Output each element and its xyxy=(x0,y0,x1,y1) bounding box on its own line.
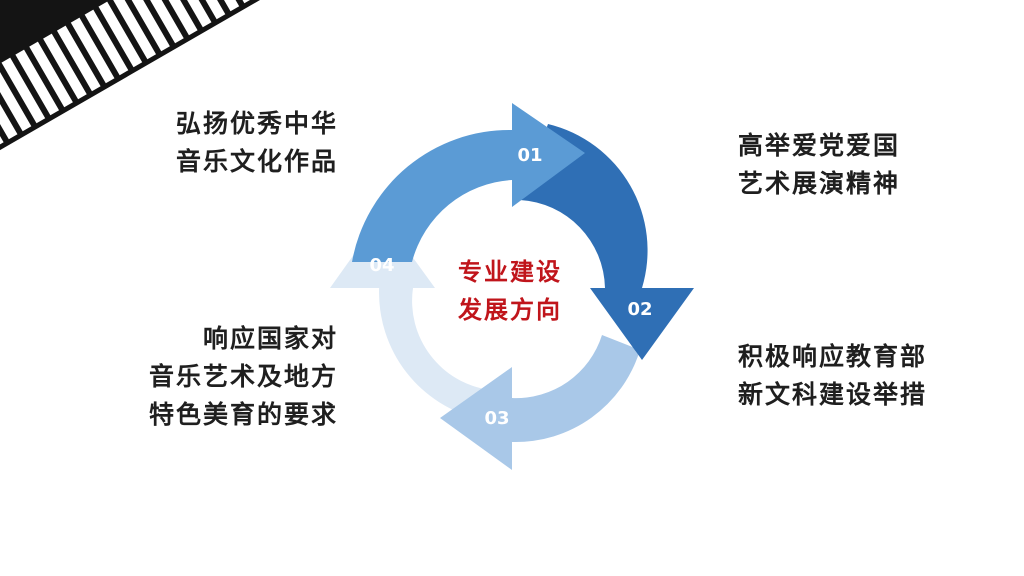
cycle-arrow-01 xyxy=(352,103,585,262)
piano-white-key xyxy=(56,25,101,92)
cycle-arrow-02 xyxy=(520,124,694,360)
piano-white-key xyxy=(43,33,87,100)
piano-white-key xyxy=(84,9,129,76)
piano-white-key xyxy=(29,41,73,108)
center-title: 专业建设 发展方向 xyxy=(430,253,590,329)
piano-white-key xyxy=(15,49,60,116)
cycle-arrow-03 xyxy=(440,335,640,470)
text-right-bottom-line-2: 新文科建设举措 xyxy=(738,380,928,409)
piano-white-key xyxy=(0,73,18,140)
step-02-number: 02 xyxy=(627,299,652,320)
piano-white-key xyxy=(112,0,157,60)
text-right-bottom-line-1: 积极响应教育部 xyxy=(738,342,928,371)
piano-white-key xyxy=(70,17,115,84)
piano-white-key xyxy=(98,1,143,68)
piano-white-key xyxy=(140,0,184,44)
piano-white-key xyxy=(181,0,226,20)
piano-white-key xyxy=(1,57,46,124)
step-01-number: 01 xyxy=(517,145,542,166)
text-left-bottom: 响应国家对 音乐艺术及地方 特色美育的要求 xyxy=(149,320,338,434)
piano-white-key xyxy=(0,65,32,132)
piano-white-key xyxy=(126,0,170,52)
text-right-top: 高举爱党爱国 艺术展演精神 xyxy=(738,127,900,203)
text-right-bottom: 积极响应教育部 新文科建设举措 xyxy=(738,338,927,414)
piano-white-key xyxy=(153,0,198,36)
text-left-top-line-1: 弘扬优秀中华 xyxy=(175,109,338,138)
step-03-number: 03 xyxy=(484,408,509,429)
text-left-bottom-line-2: 音乐艺术及地方 xyxy=(148,362,338,391)
text-left-bottom-line-1: 响应国家对 xyxy=(202,324,338,353)
piano-keys-group xyxy=(0,0,300,173)
white-keys xyxy=(0,0,254,148)
text-left-bottom-line-3: 特色美育的要求 xyxy=(148,400,338,429)
text-right-top-line-1: 高举爱党爱国 xyxy=(738,131,901,160)
text-left-top: 弘扬优秀中华 音乐文化作品 xyxy=(176,105,338,181)
piano-white-key xyxy=(167,0,212,28)
text-right-top-line-2: 艺术展演精神 xyxy=(738,169,901,198)
text-left-top-line-2: 音乐文化作品 xyxy=(175,147,338,176)
piano-keys-decoration xyxy=(0,0,300,173)
cycle-arrow-04 xyxy=(330,215,490,413)
center-title-line-2: 发展方向 xyxy=(458,296,562,324)
center-title-line-1: 专业建设 xyxy=(458,258,562,286)
step-04-number: 04 xyxy=(369,255,394,276)
